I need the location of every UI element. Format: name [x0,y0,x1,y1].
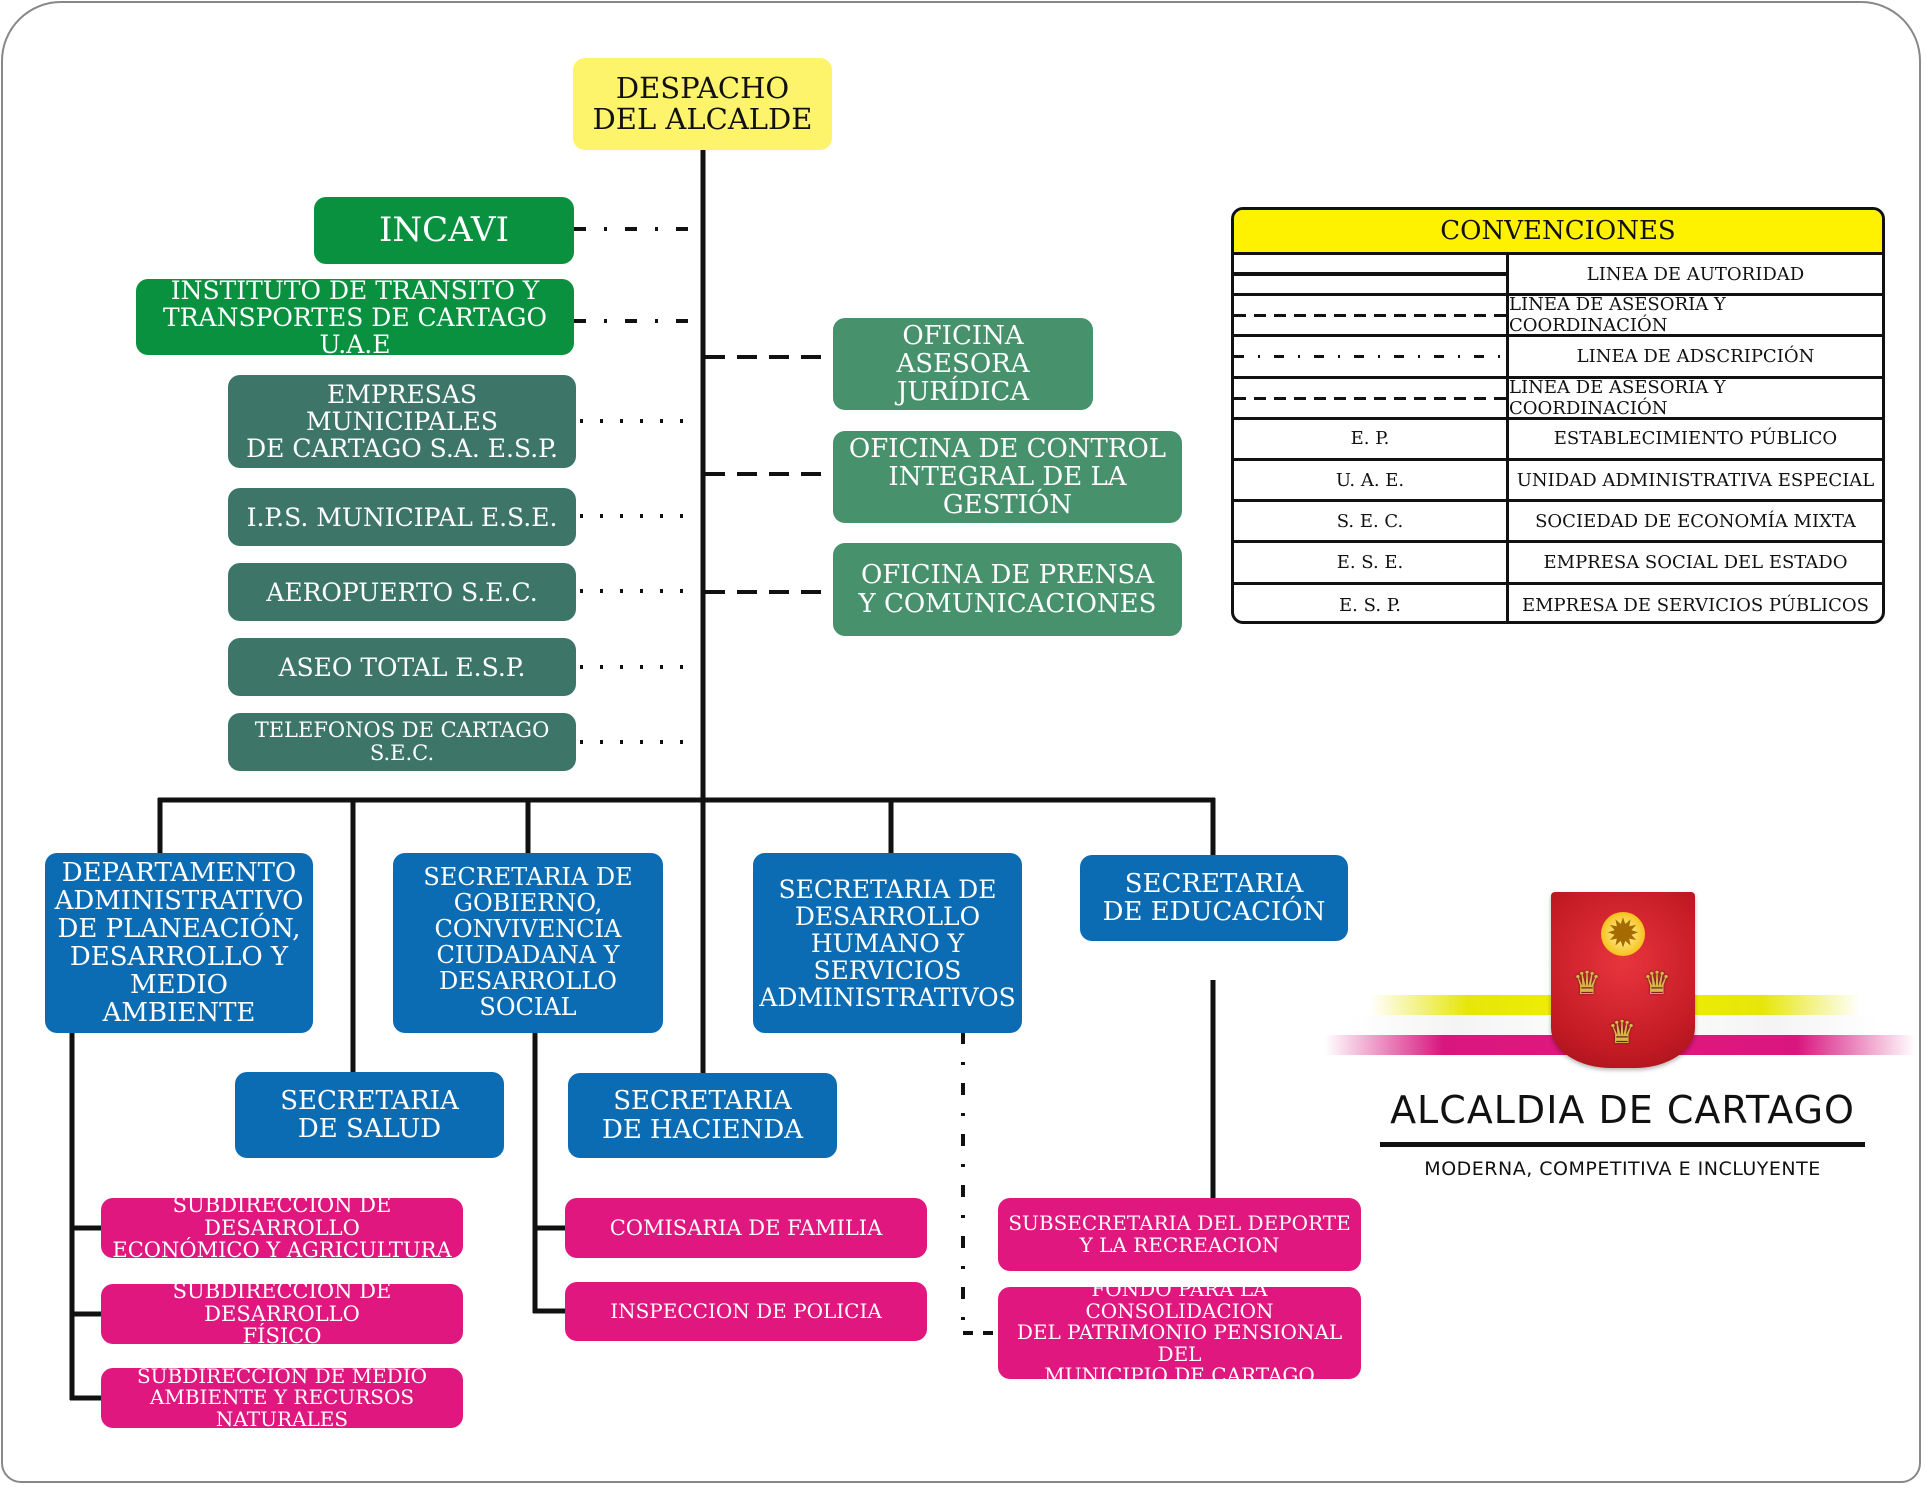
secretaria-desarrollo-humano-label: SECRETARIA DE DESARROLLO HUMANO Y SERVIC… [759,874,1016,1012]
secretaria-educacion-box: SECRETARIA DE EDUCACIÓN [1080,855,1348,941]
ips-municipal-label: I.P.S. MUNICIPAL E.S.E. [246,502,558,532]
subdireccion-economico-label: SUBDIRECCIÓN DE DESARROLLO ECONÓMICO Y A… [112,1193,452,1263]
inspeccion-policia-box: INSPECCION DE POLICIA [565,1282,927,1341]
inspeccion-policia-label: INSPECCION DE POLICIA [610,1298,882,1323]
subdireccion-fisico-box: SUBDIRECCIÓN DE DESARROLLO FÍSICO [101,1280,463,1348]
crown-icon: ♛ [1572,964,1602,1002]
dept-planeacion-box: DEPARTAMENTO ADMINISTRATIVO DE PLANEACIÓ… [45,853,313,1033]
logo-subtitle: MODERNA, COMPETITIVA E INCLUYENTE [1424,1158,1821,1180]
empresas-municipales-box: EMPRESAS MUNICIPALES DE CARTAGO S.A. E.S… [228,375,576,468]
subdireccion-medio-ambiente-label: SUBDIRECCIÓN DE MEDIO AMBIENTE Y RECURSO… [136,1363,427,1431]
secretaria-desarrollo-humano-box: SECRETARIA DE DESARROLLO HUMANO Y SERVIC… [753,853,1022,1033]
legend-value: LINEA DE ASESORÍA Y COORDINACIÓN [1509,294,1726,337]
secretaria-gobierno-box: SECRETARIA DE GOBIERNO, CONVIVENCIA CIUD… [393,853,663,1033]
coat-of-arms-icon: ✹ ♛ ♛ ♛ [1551,892,1695,1068]
legend-value: LINEA DE AUTORIDAD [1586,263,1805,285]
subdireccion-economico-box: SUBDIRECCIÓN DE DESARROLLO ECONÓMICO Y A… [101,1194,463,1262]
despacho-alcalde-label: DESPACHO DEL ALCALDE [592,70,813,136]
dashed-line-sample [1234,378,1509,417]
secretaria-hacienda-label: SECRETARIA DE HACIENDA [601,1086,804,1145]
incavi-label: INCAVI [378,210,510,251]
ips-municipal-box: I.P.S. MUNICIPAL E.S.E. [228,488,576,546]
legend-row: LINEA DE ASESORÍA Y COORDINACIÓN [1234,294,1882,338]
oficina-juridica-label: OFICINA ASESORA JURÍDICA [896,320,1030,408]
oficina-control-label: OFICINA DE CONTROL INTEGRAL DE LA GESTIÓ… [848,433,1167,521]
aeropuerto-box: AEROPUERTO S.E.C. [228,563,576,621]
legend-row: E. S. P. EMPRESA DE SERVICIOS PÚBLICOS [1234,584,1882,621]
legend-row: E. S. E. EMPRESA SOCIAL DEL ESTADO [1234,543,1882,585]
secretaria-educacion-label: SECRETARIA DE EDUCACIÓN [1102,868,1326,927]
comisaria-familia-box: COMISARIA DE FAMILIA [565,1198,927,1258]
legend-value: EMPRESA SOCIAL DEL ESTADO [1543,551,1848,573]
aeropuerto-label: AEROPUERTO S.E.C. [266,577,538,607]
instituto-transito-label: INSTITUTO DE TRANSITO Y TRANSPORTES DE C… [163,275,547,359]
logo-title: ALCALDIA DE CARTAGO [1390,1088,1855,1132]
subdireccion-medio-ambiente-box: SUBDIRECCIÓN DE MEDIO AMBIENTE Y RECURSO… [101,1363,463,1431]
legend-table: CONVENCIONES LINEA DE AUTORIDAD LINEA DE… [1231,207,1885,624]
legend-title: CONVENCIONES [1234,210,1882,255]
fondo-pensional-box: FONDO PARA LA CONSOLIDACION DEL PATRIMON… [998,1278,1361,1386]
legend-value: LINEA DE ASESORÍA Y COORDINACIÓN [1509,376,1726,419]
legend-row: LINEA DE ASESORÍA Y COORDINACIÓN [1234,376,1882,420]
crown-icon: ♛ [1642,964,1672,1002]
legend-key: E. S. P. [1234,584,1509,621]
legend-value: SOCIEDAD DE ECONOMÍA MIXTA [1535,510,1856,532]
legend-key: S. E. C. [1234,502,1509,541]
legend-value: ESTABLECIMIENTO PÚBLICO [1553,428,1838,450]
legend-row: LINEA DE AUTORIDAD [1234,255,1882,297]
legend-value: EMPRESA DE SERVICIOS PÚBLICOS [1521,594,1870,616]
legend-row: S. E. C. SOCIEDAD DE ECONOMÍA MIXTA [1234,502,1882,544]
comisaria-familia-label: COMISARIA DE FAMILIA [609,1215,883,1240]
logo-divider [1380,1142,1865,1147]
subdireccion-fisico-label: SUBDIRECCIÓN DE DESARROLLO FÍSICO [172,1279,392,1349]
secretaria-salud-label: SECRETARIA DE SALUD [280,1085,459,1144]
incavi-box: INCAVI [314,197,574,264]
legend-key: E. P. [1234,419,1509,458]
sun-icon: ✹ [1601,912,1645,956]
despacho-alcalde-box: DESPACHO DEL ALCALDE [573,58,832,150]
secretaria-hacienda-box: SECRETARIA DE HACIENDA [568,1073,837,1158]
subsecretaria-deporte-box: SUBSECRETARIA DEL DEPORTE Y LA RECREACIO… [998,1198,1361,1271]
crown-icon: ♛ [1607,1013,1637,1051]
legend-row: LINEA DE ADSCRIPCIÓN [1234,337,1882,379]
solid-line-sample [1234,255,1509,294]
legend-value: UNIDAD ADMINISTRATIVA ESPECIAL [1516,469,1875,491]
fondo-pensional-label: FONDO PARA LA CONSOLIDACION DEL PATRIMON… [1016,1277,1343,1388]
dept-planeacion-label: DEPARTAMENTO ADMINISTRATIVO DE PLANEACIÓ… [54,857,304,1029]
secretaria-salud-box: SECRETARIA DE SALUD [235,1072,504,1158]
oficina-prensa-label: OFICINA DE PRENSA Y COMUNICACIONES [858,560,1157,619]
legend-key: U. A. E. [1234,460,1509,500]
alcaldia-logo: ✹ ♛ ♛ ♛ ALCALDIA DE CARTAGO MODERNA, COM… [1310,880,1920,1200]
aseo-total-box: ASEO TOTAL E.S.P. [228,638,576,696]
oficina-control-box: OFICINA DE CONTROL INTEGRAL DE LA GESTIÓ… [833,431,1182,523]
legend-key: E. S. E. [1234,543,1509,582]
secretaria-gobierno-label: SECRETARIA DE GOBIERNO, CONVIVENCIA CIUD… [423,863,633,1021]
dashed-line-sample [1234,296,1509,335]
subsecretaria-deporte-label: SUBSECRETARIA DEL DEPORTE Y LA RECREACIO… [1008,1210,1351,1257]
telefonos-label: TELEFONOS DE CARTAGO S.E.C. [254,718,550,765]
oficina-juridica-box: OFICINA ASESORA JURÍDICA [833,318,1093,410]
legend-row: U. A. E. UNIDAD ADMINISTRATIVA ESPECIAL [1234,460,1882,503]
legend-value: LINEA DE ADSCRIPCIÓN [1576,345,1815,367]
instituto-transito-box: INSTITUTO DE TRANSITO Y TRANSPORTES DE C… [136,275,574,359]
dash-dot-line-sample [1234,337,1509,376]
aseo-total-label: ASEO TOTAL E.S.P. [278,652,526,682]
legend-row: E. P. ESTABLECIMIENTO PÚBLICO [1234,419,1882,461]
oficina-prensa-box: OFICINA DE PRENSA Y COMUNICACIONES [833,543,1182,636]
empresas-municipales-label: EMPRESAS MUNICIPALES DE CARTAGO S.A. E.S… [246,380,558,463]
telefonos-box: TELEFONOS DE CARTAGO S.E.C. [228,713,576,771]
